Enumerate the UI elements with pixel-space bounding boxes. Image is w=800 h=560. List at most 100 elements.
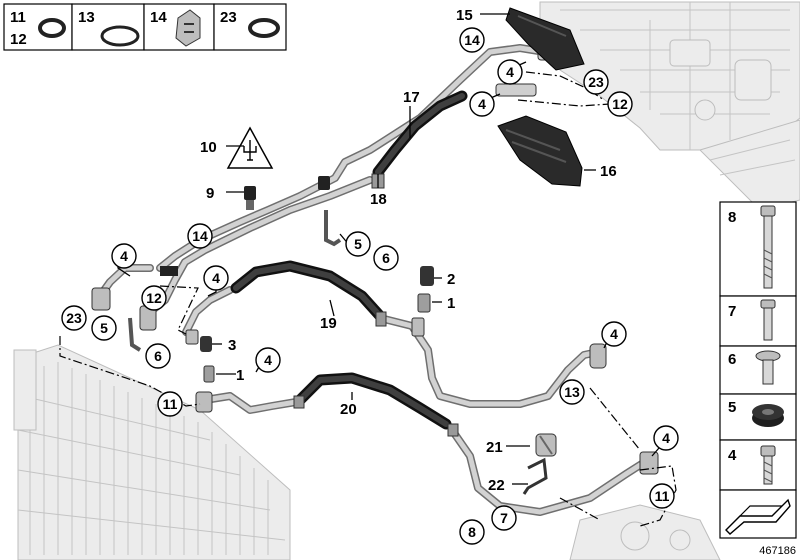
svg-text:13: 13 [564,384,580,400]
svg-text:14: 14 [150,9,167,26]
svg-text:14: 14 [464,32,480,48]
o-ring-icon [248,18,280,38]
callout-4-right: 4 [601,321,627,347]
callout-4-top-a: 4 [497,59,523,85]
label-22: 22 [488,477,505,494]
svg-text:23: 23 [588,74,604,90]
legend-assembly-icon [725,498,791,535]
svg-text:13: 13 [78,9,95,26]
collar-screw-icon [755,350,781,385]
callout-4-lower: 4 [255,347,281,373]
figure-number: 467186 [759,545,796,557]
callout-5-left: 5 [91,315,117,341]
legend-seal-23: 23 [220,9,280,38]
label-19: 19 [320,315,337,332]
svg-text:4: 4 [506,64,514,80]
svg-text:5: 5 [728,399,736,416]
callout-5-mid: 5 [345,231,371,257]
label-10: 10 [200,139,217,156]
svg-text:23: 23 [220,9,237,26]
callouts: 14 4 23 4 12 14 5 6 4 4 12 23 5 6 4 4 11… [61,27,679,545]
svg-text:8: 8 [728,209,736,226]
legend-right: 8 7 6 5 [719,201,797,539]
grommet-icon [752,404,784,427]
callout-7-bottom: 7 [491,505,517,531]
long-bolt-icon [760,205,776,289]
legend-top: 11 12 13 14 23 [3,3,287,51]
callout-11-bottom: 11 [649,483,675,509]
hose-20 [294,372,452,430]
svg-text:6: 6 [728,351,736,368]
label-9: 9 [206,185,214,202]
svg-text:7: 7 [500,510,508,526]
svg-text:4: 4 [120,248,128,264]
condenser [13,344,291,560]
hose-18 [372,90,468,178]
pipe-19-main [376,314,602,408]
right-side-ghost [699,119,800,211]
bracket-22 [522,457,548,495]
assembly-arrow-icon [725,498,791,535]
evaporator-housing [539,1,800,151]
callout-13: 13 [559,379,585,405]
o-ring-icon [38,18,66,38]
svg-text:4: 4 [662,430,670,446]
pipe-19-left [182,286,234,336]
svg-text:8: 8 [468,524,476,540]
svg-text:4: 4 [264,352,272,368]
label-3: 3 [228,337,236,354]
label-1-lower: 1 [236,367,244,384]
svg-text:4: 4 [212,270,220,286]
callout-23-top: 23 [583,69,609,95]
callout-14-mid: 14 [187,223,213,249]
label-2: 2 [447,271,455,288]
clamp-21 [535,433,557,457]
label-21: 21 [486,439,503,456]
pipe-20-main [201,392,652,516]
svg-text:11: 11 [10,9,26,26]
label-15: 15 [456,7,473,24]
legend-screw-6: 6 [728,350,781,385]
o-ring-icon [100,25,140,47]
legend-clip-14: 14 [150,9,201,47]
callout-12-top: 12 [607,91,633,117]
valve-caps [200,266,434,383]
callout-4-top-b: 4 [469,91,495,117]
clip-icon [175,9,201,47]
legend-screw-4: 4 [728,445,776,485]
svg-text:11: 11 [655,488,670,504]
pressure-sensor-9 [244,186,256,210]
svg-text:14: 14 [192,228,208,244]
callout-23-left: 23 [61,305,87,331]
legend-grommet-5: 5 [728,399,784,427]
label-16: 16 [600,163,617,180]
callout-6-left: 6 [145,343,171,369]
bolt-icon [760,299,776,341]
callout-14-top: 14 [459,27,485,53]
cover-16 [497,115,583,187]
svg-text:4: 4 [610,326,618,342]
warning-triangle-icon [226,126,274,169]
svg-text:6: 6 [154,348,162,364]
svg-text:4: 4 [478,96,486,112]
assembly-lines [59,71,677,527]
callout-4-mid: 4 [203,265,229,291]
callout-12-left: 12 [141,285,167,311]
legend-seal-11-12: 11 12 [10,9,66,48]
callout-6-mid: 6 [373,245,399,271]
callout-8-bottom: 8 [459,519,485,545]
svg-text:12: 12 [612,96,628,112]
callout-4-bottom: 4 [653,425,679,451]
svg-text:5: 5 [100,320,108,336]
pipe-14-lower [146,176,374,316]
svg-text:11: 11 [163,396,178,412]
svg-text:4: 4 [728,447,737,464]
label-17: 17 [403,89,420,106]
label-18: 18 [370,191,387,208]
callout-4-left: 4 [111,243,137,269]
cover-15 [505,7,585,71]
legend-bolt-8: 8 [728,205,776,289]
part-labels: 15 17 16 10 18 9 2 1 19 3 1 20 21 22 [200,7,617,494]
legend-bolt-7: 7 [728,299,776,341]
